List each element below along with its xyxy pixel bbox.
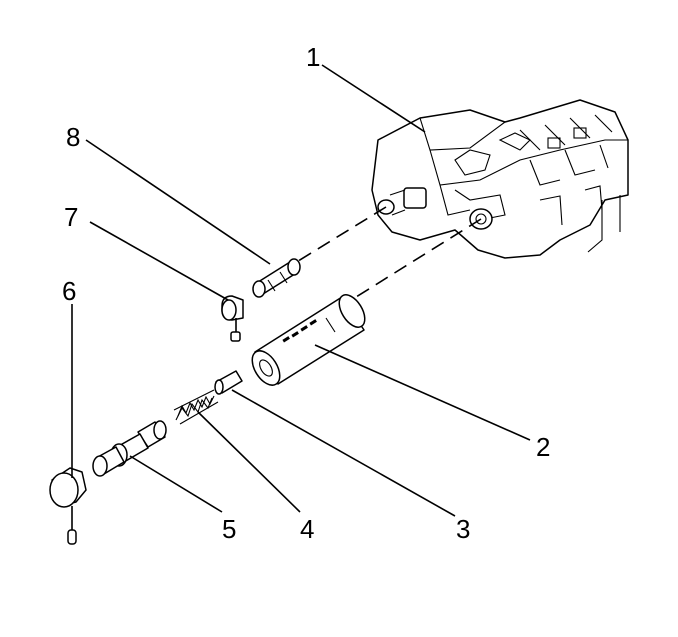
- leader-line-1: [321, 64, 426, 133]
- callout-4: 4: [300, 514, 314, 544]
- callout-7: 7: [64, 202, 78, 232]
- plunger-3: [214, 370, 243, 395]
- leader-line-3: [231, 389, 456, 517]
- leader-line-4: [197, 411, 301, 513]
- end-plug-6: [49, 467, 87, 545]
- leader-line-8: [85, 139, 271, 265]
- alignment-lines: [289, 206, 482, 303]
- valve-5: [92, 420, 167, 477]
- valve-sleeve-2: [251, 294, 366, 386]
- callout-labels: 1 2 3 4 5 6 7 8: [62, 42, 550, 544]
- leader-line-7: [89, 221, 229, 301]
- retainer-clip-7: [221, 295, 244, 342]
- callout-3: 3: [456, 514, 470, 544]
- leader-line-5: [129, 455, 223, 513]
- leader-line-2: [314, 344, 531, 441]
- spring-4: [173, 389, 219, 425]
- valve-part-8: [252, 258, 301, 298]
- callout-5: 5: [222, 514, 236, 544]
- callout-1: 1: [306, 42, 320, 72]
- leader-lines: [71, 64, 531, 517]
- callout-6: 6: [62, 276, 76, 306]
- alignment-line-upper: [289, 206, 387, 267]
- callout-2: 2: [536, 432, 550, 462]
- valve-body-housing: [371, 99, 629, 259]
- callout-8: 8: [66, 122, 80, 152]
- alignment-line-lower: [347, 218, 482, 303]
